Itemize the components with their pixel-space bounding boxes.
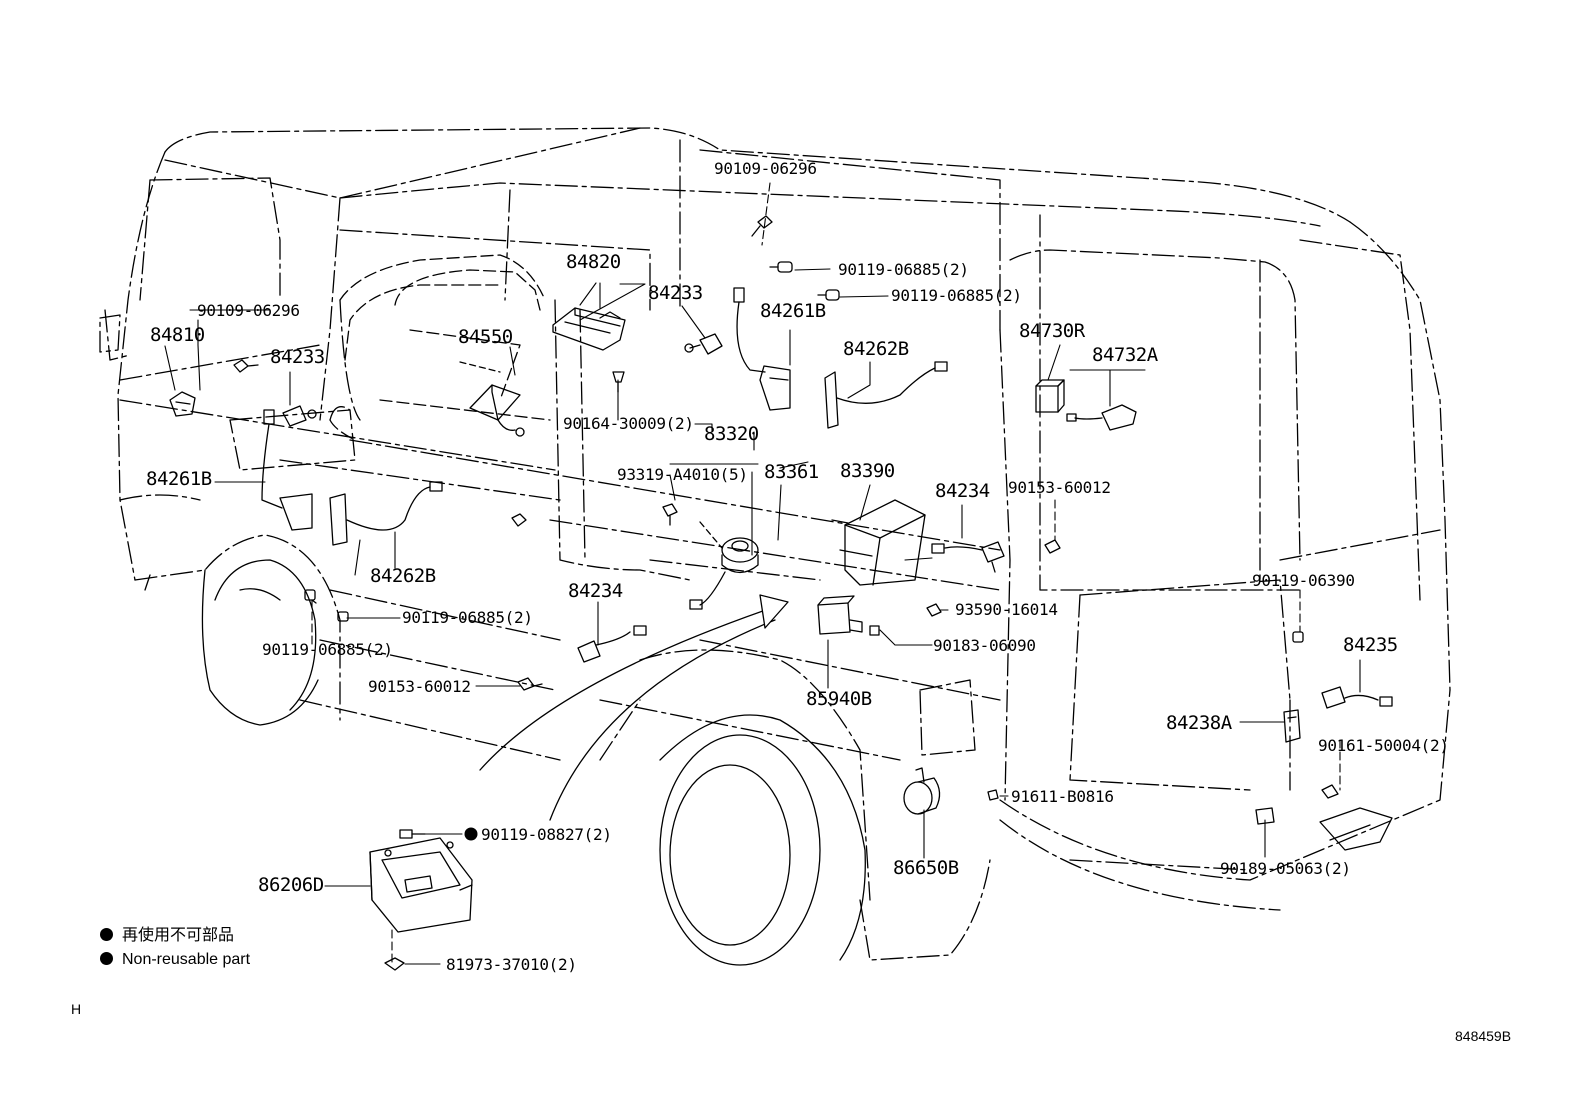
- label-90189-05063: 90189-05063(2): [1220, 859, 1351, 878]
- label-90119-06885-d: 90119-06885(2): [262, 640, 393, 659]
- part-83361: [689, 521, 759, 610]
- screw-93319-a4010: [662, 503, 678, 526]
- part-86650b: [903, 767, 941, 815]
- leader-lines: [164, 182, 1361, 965]
- label-90119-06885-a: 90119-06885(2): [838, 260, 969, 279]
- bolt-93590-16014: [926, 603, 942, 617]
- label-84233-left: 84233: [270, 346, 325, 368]
- callout-arrow: [479, 594, 789, 821]
- part-84233-left: [282, 405, 317, 427]
- bolt-90119-06885-d: [304, 589, 317, 604]
- label-84238a: 84238A: [1166, 712, 1232, 734]
- legend-japanese: 再使用不可部品: [100, 926, 234, 946]
- label-84550: 84550: [458, 326, 513, 348]
- bolt-90119-06885-a: [769, 261, 793, 273]
- label-90119-08827: 90119-08827(2): [481, 825, 612, 844]
- label-90153-60012-right: 90153-60012: [1008, 478, 1111, 497]
- part-84550: [459, 361, 525, 437]
- part-84234-right: [931, 541, 1005, 573]
- legend-dot-icon: [100, 952, 113, 965]
- screw-90109-06296-left: [233, 359, 259, 373]
- van-body-outline: [99, 127, 1451, 961]
- bolt-90153-60012-left: [517, 677, 543, 691]
- part-90189-05063: [1255, 807, 1275, 825]
- bolt-90119-06390: [1292, 631, 1304, 643]
- label-91611-b0816: 91611-B0816: [1011, 787, 1114, 806]
- label-90119-06885-c: 90119-06885(2): [402, 608, 533, 627]
- part-84810: [169, 391, 196, 417]
- part-84262b-right: [824, 361, 948, 429]
- non-reusable-marker: [464, 827, 478, 841]
- legend-text-jp: 再使用不可部品: [122, 927, 235, 944]
- legend-dot-icon: [100, 928, 113, 941]
- part-84262b-left: [329, 481, 443, 546]
- label-86650b: 86650B: [893, 857, 959, 879]
- label-84234-left: 84234: [568, 580, 623, 602]
- part-84730r: [1035, 379, 1065, 413]
- legend-english: Non-reusable part: [100, 950, 250, 970]
- label-84234-right: 84234: [935, 480, 990, 502]
- label-81973-37010: 81973-37010(2): [446, 955, 577, 974]
- label-84262b-left: 84262B: [370, 565, 436, 587]
- part-83390: [831, 499, 926, 586]
- part-84233-right: [684, 333, 723, 355]
- front-wheel: [201, 559, 319, 726]
- nut-90183-06090: [869, 625, 880, 636]
- clip-81973-37010: [384, 957, 405, 971]
- label-83361: 83361: [764, 461, 819, 483]
- screw-90164-30009: [612, 371, 625, 393]
- part-84261b-right: [733, 287, 791, 411]
- label-84810: 84810: [150, 324, 205, 346]
- bolt-90161-50004: [1321, 784, 1339, 799]
- bolt-90119-06885-c: [337, 611, 349, 622]
- bolt-90119-06885-b: [817, 289, 840, 301]
- part-85940b: [817, 595, 863, 635]
- label-84732a: 84732A: [1092, 344, 1158, 366]
- label-84262b-right: 84262B: [843, 338, 909, 360]
- illustration-code: 848459B: [1455, 1028, 1512, 1044]
- label-90119-06390: 90119-06390: [1252, 571, 1355, 590]
- label-93319-a4010: 93319-A4010(5): [617, 465, 748, 484]
- legend-text-en: Non-reusable part: [122, 951, 251, 968]
- label-90109-06296-top: 90109-06296: [714, 159, 817, 178]
- nut-91611-b0816: [987, 789, 999, 801]
- label-90109-06296-left: 90109-06296: [197, 301, 300, 320]
- part-84238a: [1283, 709, 1301, 743]
- tow-hitch: [1319, 807, 1393, 851]
- screw-90109-06296-top: [751, 215, 773, 237]
- label-84233-right: 84233: [648, 282, 703, 304]
- part-sketches: [169, 215, 1393, 971]
- part-84820: [552, 307, 626, 351]
- label-84261b-right: 84261B: [760, 300, 826, 322]
- label-84261b-left: 84261B: [146, 468, 212, 490]
- label-90164-30009: 90164-30009(2): [563, 414, 694, 433]
- label-83320: 83320: [704, 423, 759, 445]
- part-84261b-left: [261, 409, 313, 531]
- part-84235: [1321, 686, 1393, 709]
- label-90119-06885-b: 90119-06885(2): [891, 286, 1022, 305]
- label-85940b: 85940B: [806, 688, 872, 710]
- bolt-90153-60012-right: [1044, 539, 1061, 554]
- label-83390: 83390: [840, 460, 895, 482]
- label-93590-16014: 93590-16014: [955, 600, 1058, 619]
- bolt-loose: [511, 513, 527, 527]
- label-84820: 84820: [566, 251, 621, 273]
- label-90161-50004: 90161-50004(2): [1318, 736, 1449, 755]
- part-84732a: [1066, 404, 1137, 431]
- label-86206d: 86206D: [258, 874, 324, 896]
- label-90183-06090: 90183-06090: [933, 636, 1036, 655]
- part-84234-left: [577, 625, 647, 663]
- rear-wheel: [659, 714, 866, 966]
- label-84730r: 84730R: [1019, 320, 1085, 342]
- label-84235: 84235: [1343, 634, 1398, 656]
- corner-mark: H: [71, 1001, 82, 1017]
- label-90153-60012-left: 90153-60012: [368, 677, 471, 696]
- bolt-90119-08827: [399, 829, 426, 839]
- part-86206d: [369, 837, 473, 933]
- dashboard-outline: [329, 254, 551, 441]
